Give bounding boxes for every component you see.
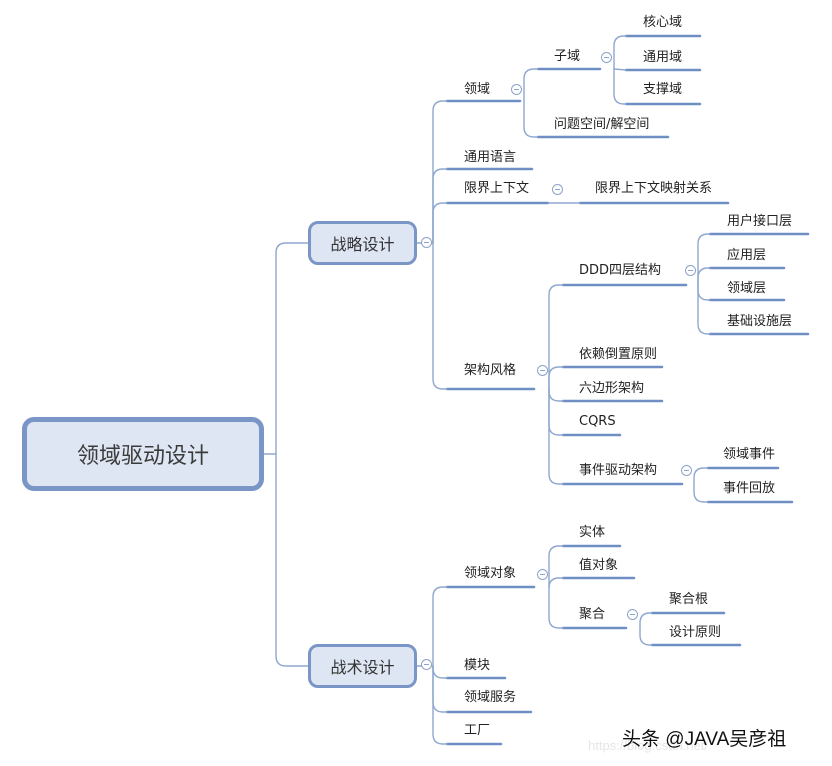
connector-strategic-child xyxy=(432,202,448,244)
collapse-toggle-icon[interactable] xyxy=(421,659,432,670)
connector-strategic-child xyxy=(432,168,448,244)
connector-tactical-child xyxy=(432,586,448,667)
topic-value-object[interactable]: 值对象 xyxy=(579,558,619,573)
topic-subdomain[interactable]: 子域 xyxy=(554,49,581,64)
collapse-toggle-icon[interactable] xyxy=(511,84,522,95)
connector-arch-child xyxy=(548,366,564,390)
topic-design-principle[interactable]: 设计原则 xyxy=(669,625,722,640)
topic-core-domain[interactable]: 核心域 xyxy=(643,15,683,30)
connector-domobj-child xyxy=(548,545,564,588)
connector-domain-child xyxy=(523,100,539,138)
connector-layer-child xyxy=(697,284,711,301)
topic-entity[interactable]: 实体 xyxy=(579,525,606,540)
watermark-faint-url: https://blog.csdn.net/ xyxy=(588,738,708,753)
connector-subdomain-child xyxy=(613,35,627,70)
connector-strategic-child xyxy=(432,242,448,390)
topic-domain-object[interactable]: 领域对象 xyxy=(464,566,517,581)
collapse-toggle-icon[interactable] xyxy=(421,237,432,248)
main-topic-tactical[interactable]: 战术设计 xyxy=(308,644,417,688)
connector-event-child xyxy=(693,483,709,503)
main-topic-strategic[interactable]: 战略设计 xyxy=(308,221,417,265)
topic-generic-domain[interactable]: 通用域 xyxy=(643,50,683,65)
topic-factory[interactable]: 工厂 xyxy=(464,723,491,738)
tactical-label: 战术设计 xyxy=(330,658,395,677)
topic-bounded-context[interactable]: 限界上下文 xyxy=(464,181,530,196)
connector-event-child xyxy=(693,467,709,485)
connector-tactical-child xyxy=(432,665,448,713)
topic-support-domain[interactable]: 支撑域 xyxy=(643,82,683,97)
connector-subdomain-child xyxy=(613,68,627,105)
collapse-toggle-icon[interactable] xyxy=(537,365,548,376)
topic-ui-layer[interactable]: 用户接口层 xyxy=(727,214,793,229)
strategic-label: 战略设计 xyxy=(330,235,395,254)
topic-dip[interactable]: 依赖倒置原则 xyxy=(579,347,658,362)
topic-ubiquitous-language[interactable]: 通用语言 xyxy=(464,150,517,165)
root-topic[interactable]: 领域驱动设计 xyxy=(22,417,264,491)
connector-domobj-child xyxy=(548,586,564,629)
connector-tactical-child xyxy=(432,665,448,745)
collapse-toggle-icon[interactable] xyxy=(537,569,548,580)
connector-root-strategic xyxy=(275,242,309,455)
connector-root-tactical xyxy=(275,453,309,667)
connector-arch-child xyxy=(548,284,564,390)
topic-hexagonal[interactable]: 六边形架构 xyxy=(579,381,645,396)
topic-module[interactable]: 模块 xyxy=(464,658,491,673)
collapse-toggle-icon[interactable] xyxy=(601,52,612,63)
connector-tactical-child xyxy=(432,665,448,679)
topic-ddd-layers[interactable]: DDD四层结构 xyxy=(579,263,662,278)
topic-domain-event[interactable]: 领域事件 xyxy=(723,447,776,462)
connector-arch-child xyxy=(548,388,564,436)
connector-aggregate-child xyxy=(639,627,653,646)
watermark-author: 头条 @JAVA吴彦祖 xyxy=(622,729,787,750)
topic-domain[interactable]: 领域 xyxy=(464,82,491,97)
topic-app-layer[interactable]: 应用层 xyxy=(727,248,767,263)
connector-aggregate-child xyxy=(639,612,653,629)
topic-domain-layer[interactable]: 领域层 xyxy=(727,281,767,296)
connector-layer-child xyxy=(697,267,711,286)
root-topic-label: 领域驱动设计 xyxy=(76,444,209,469)
collapse-toggle-icon[interactable] xyxy=(627,609,638,620)
collapse-toggle-icon[interactable] xyxy=(681,465,692,476)
topic-event-driven[interactable]: 事件驱动架构 xyxy=(579,463,658,478)
topic-problem-space[interactable]: 问题空间/解空间 xyxy=(554,117,650,132)
connector-subdomain-child xyxy=(613,68,627,71)
connector-arch-child xyxy=(548,388,564,402)
connector-layer-child xyxy=(697,284,711,335)
collapse-toggle-icon[interactable] xyxy=(552,184,563,195)
connector-layer-child xyxy=(697,233,711,286)
connector-arch-child xyxy=(548,388,564,485)
collapse-toggle-icon[interactable] xyxy=(685,265,696,276)
topic-aggregate[interactable]: 聚合 xyxy=(579,607,606,622)
topic-cqrs[interactable]: CQRS xyxy=(579,414,616,429)
topic-architecture-style[interactable]: 架构风格 xyxy=(464,363,517,378)
topic-context-map[interactable]: 限界上下文映射关系 xyxy=(595,181,713,196)
connector-strategic-child xyxy=(432,100,448,244)
topic-infra-layer[interactable]: 基础设施层 xyxy=(727,314,793,329)
topic-aggregate-root[interactable]: 聚合根 xyxy=(669,592,709,607)
connector-domain-child xyxy=(523,68,539,102)
connector-domobj-child xyxy=(548,577,564,589)
topic-domain-service[interactable]: 领域服务 xyxy=(464,690,517,705)
topic-event-replay[interactable]: 事件回放 xyxy=(723,481,776,496)
